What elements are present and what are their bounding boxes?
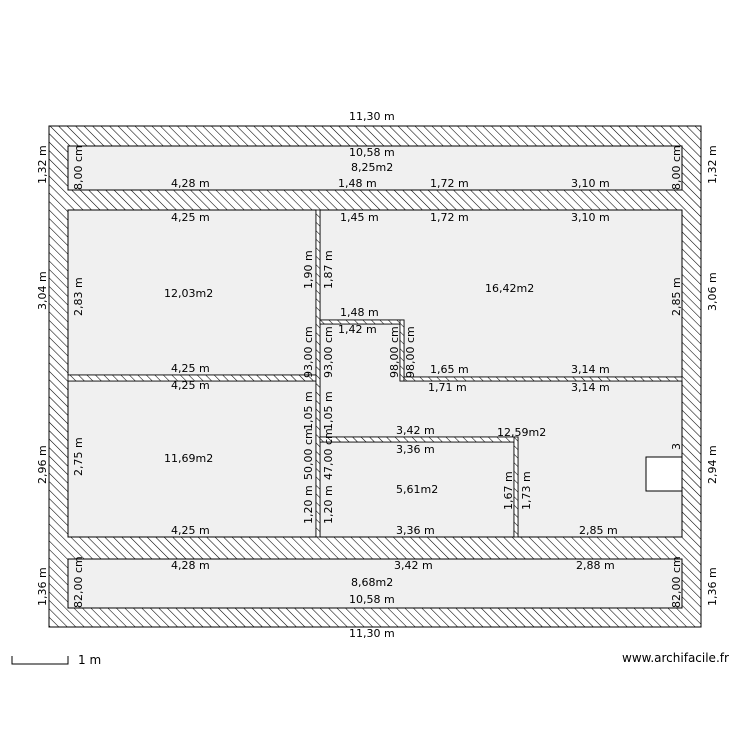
dim-upper-left-height: 2,83 m (72, 277, 85, 316)
dim-outer-top: 11,30 m (349, 110, 395, 123)
dim-left-outer-2: 3,04 m (36, 271, 49, 310)
dim-right-outer-2: 3,06 m (706, 272, 719, 311)
dim-lower-left-top: 4,25 m (171, 379, 210, 392)
dim-corridor-lower-1: 1,05 m (302, 391, 315, 430)
room-top-strip (67, 145, 683, 191)
dim-upper-right-seg3: 3,10 m (571, 211, 610, 224)
fixture-square (645, 456, 683, 492)
dim-top-strip-seg3: 1,72 m (430, 177, 469, 190)
dim-corridor-mid-2: 93,00 cm (322, 326, 335, 378)
dim-right-room-partial: 3 (670, 443, 683, 450)
dim-corridor-bottom-2: 1,20 m (322, 485, 335, 524)
area-upper-left: 12,03m2 (164, 287, 213, 300)
dim-bottom-strip-seg2: 3,42 m (394, 559, 433, 572)
partition-vertical (315, 209, 321, 538)
scale-bar (11, 656, 69, 665)
partition-step-side (399, 319, 405, 382)
dim-right-outer-3: 2,94 m (706, 445, 719, 484)
area-small-room: 5,61m2 (396, 483, 438, 496)
dim-corridor-bottom-1: 1,20 m (302, 485, 315, 524)
area-top-strip: 8,25m2 (351, 161, 393, 174)
dim-step-inner: 1,42 m (338, 323, 377, 336)
dim-top-strip-seg2: 1,48 m (338, 177, 377, 190)
dim-corridor-lower-2: 1,05 m (322, 391, 335, 430)
dim-bottom-strip-right-height: 82,00 cm (670, 556, 683, 608)
dim-bottom-strip-width: 10,58 m (349, 593, 395, 606)
dim-top-strip-left-height: 8,00 cm (72, 145, 85, 190)
dim-corridor-mid-1: 93,00 cm (302, 326, 315, 378)
partition-right-horizontal (403, 376, 683, 382)
dim-step-height-2: 98,00 cm (404, 326, 417, 378)
dim-small-room-top-outer: 3,42 m (396, 424, 435, 437)
dim-lower-right-top-seg1: 1,71 m (428, 381, 467, 394)
room-bottom-strip (67, 558, 683, 609)
room-upper-left (67, 209, 317, 376)
area-lower-right: 12,59m2 (497, 426, 546, 439)
partition-small-room-top (319, 436, 519, 443)
dim-top-strip-right-height: 8,00 cm (670, 145, 683, 190)
area-upper-right: 16,42m2 (485, 282, 534, 295)
dim-upper-right-seg1: 1,45 m (340, 211, 379, 224)
dim-left-outer-1: 1,32 m (36, 145, 49, 184)
area-bottom-strip: 8,68m2 (351, 576, 393, 589)
dim-corridor-upper-2: 1,87 m (322, 250, 335, 289)
dim-upper-left-bottom: 4,25 m (171, 362, 210, 375)
dim-corridor-upper-1: 1,90 m (302, 250, 315, 289)
area-lower-left: 11,69m2 (164, 452, 213, 465)
dim-step-height: 98,00 cm (388, 326, 401, 378)
dim-lower-right-bottom: 2,85 m (579, 524, 618, 537)
dim-top-strip-seg4: 3,10 m (571, 177, 610, 190)
dim-lower-right-top-seg2: 3,14 m (571, 381, 610, 394)
dim-right-outer-4: 1,36 m (706, 567, 719, 606)
dim-corridor-low-2: 47,00 cm (322, 428, 335, 480)
dim-step-top: 1,48 m (340, 306, 379, 319)
dim-small-room-height-2: 1,73 m (520, 471, 533, 510)
dim-upper-right-bottom-seg2: 3,14 m (571, 363, 610, 376)
dim-top-strip-width: 10,58 m (349, 146, 395, 159)
dim-corridor-low-1: 50,00 cm (302, 428, 315, 480)
dim-upper-right-height: 2,85 m (670, 277, 683, 316)
dim-small-room-top-inner: 3,36 m (396, 443, 435, 456)
dim-top-strip-seg1: 4,28 m (171, 177, 210, 190)
partition-small-room-side (513, 436, 519, 538)
credit-link[interactable]: www.archifacile.fr (622, 651, 729, 665)
dim-bottom-strip-seg1: 4,28 m (171, 559, 210, 572)
dim-upper-left-top: 4,25 m (171, 211, 210, 224)
dim-small-room-bottom: 3,36 m (396, 524, 435, 537)
dim-bottom-strip-left-height: 82,00 cm (72, 556, 85, 608)
dim-left-outer-3: 2,96 m (36, 445, 49, 484)
dim-bottom-strip-seg3: 2,88 m (576, 559, 615, 572)
room-small (319, 441, 515, 538)
dim-upper-right-seg2: 1,72 m (430, 211, 469, 224)
dim-outer-bottom: 11,30 m (349, 627, 395, 640)
dim-upper-right-bottom-seg1: 1,65 m (430, 363, 469, 376)
dim-lower-left-height: 2,75 m (72, 437, 85, 476)
room-lower-left (67, 380, 317, 538)
dim-left-outer-4: 1,36 m (36, 567, 49, 606)
dim-right-outer-1: 1,32 m (706, 145, 719, 184)
dim-lower-left-bottom: 4,25 m (171, 524, 210, 537)
scale-label: 1 m (78, 653, 102, 667)
dim-small-room-height-1: 1,67 m (502, 471, 515, 510)
